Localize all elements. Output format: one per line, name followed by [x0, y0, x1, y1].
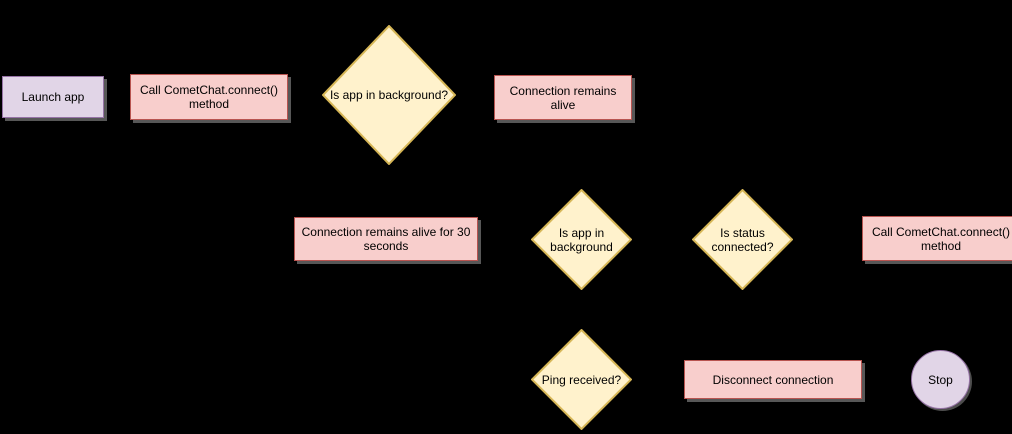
node-call-connect-2[interactable]: Call CometChat.connect() method — [862, 216, 1012, 261]
edge-call1-to-decision1 — [288, 97, 316, 98]
node-stop-label: Stop — [928, 372, 953, 387]
node-is-status-connected-label: Is status connected? — [711, 225, 774, 254]
edge-launch-to-call1 — [104, 97, 124, 98]
node-call-connect-1[interactable]: Call CometChat.connect() method — [130, 74, 288, 120]
node-is-app-background-2[interactable]: Is app in background — [531, 189, 632, 290]
node-launch-app[interactable]: Launch app — [2, 76, 104, 118]
node-stop[interactable]: Stop — [911, 350, 970, 409]
node-launch-app-label: Launch app — [21, 90, 85, 104]
node-connection-remains-alive-label: Connection remains alive — [509, 83, 617, 112]
node-ping-received-label: Ping received? — [541, 372, 622, 387]
edge-decision1-to-alive — [456, 97, 488, 98]
node-connection-alive-30s[interactable]: Connection remains alive for 30 seconds — [294, 217, 478, 261]
edge-decision1-to-alive30s-arrowhead — [385, 209, 393, 215]
edge-disconnect-to-stop — [862, 379, 904, 380]
edge-status-to-call2-arrowhead — [855, 235, 861, 243]
diamond-shape-icon — [322, 25, 456, 165]
edge-ping-to-disconnect-arrowhead — [677, 375, 683, 383]
node-disconnect-connection[interactable]: Disconnect connection — [684, 360, 862, 399]
edge-launch-to-call1-arrowhead — [124, 93, 130, 101]
edge-ping-to-disconnect — [632, 379, 677, 380]
node-call-connect-1-label: Call CometChat.connect() method — [139, 83, 279, 111]
node-call-connect-2-label: Call CometChat.connect() method — [871, 224, 1011, 253]
edge-alive30s-to-decision2 — [478, 239, 524, 240]
edge-decision2-to-ping — [582, 290, 583, 322]
diamond-shape-icon — [692, 189, 793, 290]
edge-decision2-to-ping-arrowhead — [578, 322, 586, 328]
node-is-status-connected[interactable]: Is status connected? — [692, 189, 793, 290]
node-is-app-background-2-label: Is app in background — [550, 225, 613, 254]
node-connection-alive-30s-label: Connection remains alive for 30 seconds — [301, 225, 471, 253]
diamond-shape-icon — [531, 189, 632, 290]
edge-alive-to-decision2 — [582, 120, 583, 182]
edge-decision1-to-alive-arrowhead — [488, 93, 494, 101]
edge-disconnect-to-stop-arrowhead — [904, 375, 910, 383]
edge-decision2-to-status — [632, 239, 685, 240]
node-is-app-background-1-label: Is app in background? — [329, 88, 449, 102]
diamond-shape-icon — [531, 329, 632, 430]
edge-status-to-call2 — [793, 239, 855, 240]
edge-decision2-to-status-arrowhead — [685, 235, 691, 243]
node-is-app-background-1[interactable]: Is app in background? — [322, 25, 456, 165]
node-ping-received[interactable]: Ping received? — [531, 329, 632, 430]
edge-alive30s-to-decision2-arrowhead — [524, 235, 530, 243]
edge-alive-to-decision2-arrowhead — [578, 182, 586, 188]
edge-decision1-to-alive30s — [389, 165, 390, 209]
node-disconnect-connection-label: Disconnect connection — [712, 372, 834, 387]
edge-call1-to-decision1-arrowhead — [316, 93, 322, 101]
node-connection-remains-alive[interactable]: Connection remains alive — [494, 75, 632, 120]
